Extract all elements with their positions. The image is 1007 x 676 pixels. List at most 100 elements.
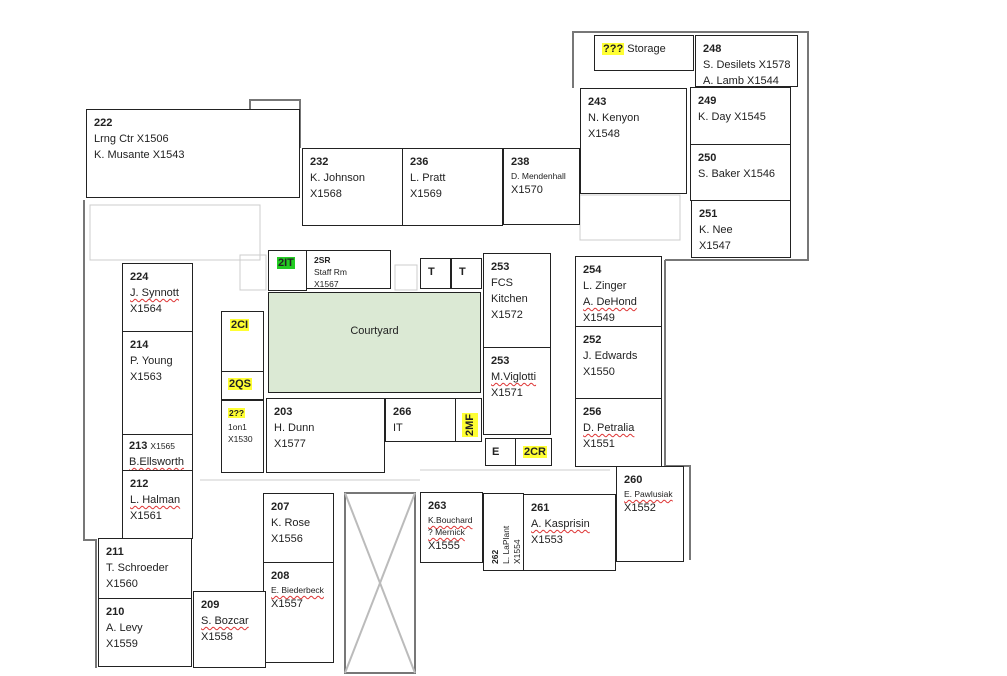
room-number: 250 [698,152,717,164]
room-extension: X1552 [624,502,656,514]
room-253-kitchen[interactable]: 253 FCS Kitchen X1572 [483,253,551,348]
room-251[interactable]: 251 K. Nee X1547 [691,200,791,258]
room-261[interactable]: 261 A. Kasprisin X1553 [523,494,616,571]
room-occupant: D. Petralia [583,422,635,434]
room-extension: X1550 [583,366,615,378]
room-number: 254 [583,264,602,276]
room-extension: X1570 [511,184,543,196]
room-occupant: K. Musante X1543 [94,149,185,161]
room-number: 213 [129,440,148,452]
room-2mf[interactable]: 2MF [455,398,482,442]
room-222[interactable]: 222 Lrng Ctr X1506 K. Musante X1543 [86,109,300,198]
room-extension: X1561 [130,510,162,522]
room-number: 260 [624,474,643,486]
room-207[interactable]: 207 K. Rose X1556 [263,493,334,563]
room-occupant: Lrng Ctr X1506 [94,133,169,145]
room-occupant: B.Ellsworth [129,456,185,468]
room-tag: 2?? [228,408,246,418]
room-number: 266 [393,406,412,418]
room-number: 236 [410,156,429,168]
room-occupant: J. Synnott [130,287,179,299]
room-occupant: S. Baker X1546 [698,168,776,180]
room-209[interactable]: 209 S. Bozcar X1558 [193,591,266,668]
room-extension: X1551 [583,438,615,450]
room-number: 212 [130,478,149,490]
room-occupant: N. Kenyon [588,112,640,124]
room-2cr[interactable]: 2CR [515,438,552,466]
room-label: Storage [627,43,666,55]
room-224[interactable]: 224 J. Synnott X1564 [122,263,193,332]
room-occupant: P. Young [130,355,173,367]
room-occupant: K.Bouchard [428,515,473,525]
room-210[interactable]: 210 A. Levy X1559 [98,598,192,667]
room-e[interactable]: E [485,438,516,466]
room-number: 249 [698,95,717,107]
room-occupant: J. Edwards [583,350,638,362]
room-occupant: L. Pratt [410,172,446,184]
room-2ci[interactable]: 2CI [221,311,264,372]
room-tag: 2CI [230,319,250,331]
room-2sr[interactable]: 2SR Staff Rm X1567 [306,250,391,289]
room-extension: X1555 [428,540,460,552]
room-extension: X1568 [310,188,342,200]
courtyard[interactable]: Courtyard [268,292,481,393]
room-2qq[interactable]: 2?? 1on1 X1530 [221,400,264,473]
room-extension: X1572 [491,309,523,321]
room-number: E [492,446,500,458]
room-number: 232 [310,156,329,168]
room-263[interactable]: 263 K.Bouchard ? Mernick X1555 [420,492,483,563]
room-number: 209 [201,599,220,611]
room-253-viglotti[interactable]: 253 M.Viglotti X1571 [483,347,551,435]
room-tag: 2IT [277,257,295,269]
room-tag: 2MF [462,413,478,437]
room-tag: 2QS [228,378,253,390]
room-extension: X1567 [314,279,339,289]
room-262[interactable]: 262 L. LaPlant X1554 [483,493,524,571]
room-number: 263 [428,500,447,512]
room-252[interactable]: 252 J. Edwards X1550 [575,326,662,399]
room-toilet[interactable]: T [451,258,482,289]
room-249[interactable]: 249 K. Day X1545 [690,87,791,145]
room-211[interactable]: 211 T. Schroeder X1560 [98,538,192,599]
room-number: 256 [583,406,602,418]
room-number: 203 [274,406,293,418]
room-number: 210 [106,606,125,618]
room-250[interactable]: 250 S. Baker X1546 [690,144,791,201]
room-storage[interactable]: ??? Storage [594,35,694,71]
room-toilet[interactable]: T [420,258,451,289]
room-number: 261 [531,502,550,514]
room-2qs[interactable]: 2QS [221,371,264,400]
room-extension: X1553 [531,534,563,546]
room-260[interactable]: 260 E. Pawlusiak X1552 [616,466,684,562]
room-occupant: S. Desilets X1578 [703,59,791,71]
room-occupant: L. Halman [130,494,181,506]
room-occupant: K. Rose [271,517,311,529]
room-256[interactable]: 256 D. Petralia X1551 [575,398,662,467]
room-236[interactable]: 236 L. Pratt X1569 [402,148,503,226]
room-occupant: E. Pawlusiak [624,489,673,499]
room-number: 243 [588,96,607,108]
room-occupant: L. Zinger [583,280,627,292]
room-number: 251 [699,208,718,220]
room-203[interactable]: 203 H. Dunn X1577 [266,398,385,473]
room-occupant: ? Mernick [428,527,465,537]
room-248[interactable]: 248 S. Desilets X1578 A. Lamb X1544 [695,35,798,87]
room-label: FCS [491,277,513,289]
room-232[interactable]: 232 K. Johnson X1568 [302,148,403,226]
room-number: 224 [130,271,149,283]
room-238[interactable]: 238 D. Mendenhall X1570 [503,148,580,225]
room-extension: X1530 [228,434,253,444]
room-extension: X1556 [271,533,303,545]
room-occupant: K. Day X1545 [698,111,766,123]
room-254[interactable]: 254 L. Zinger A. DeHond X1549 [575,256,662,327]
room-occupant: E. Biederbeck [271,585,324,595]
room-212[interactable]: 212 L. Halman X1561 [122,470,193,539]
room-213[interactable]: 213 X1565 B.Ellsworth [122,434,193,471]
room-label: 1on1 [228,422,247,432]
room-208[interactable]: 208 E. Biederbeck X1557 [263,562,334,663]
room-2it[interactable]: 2IT [268,250,307,291]
room-number: 252 [583,334,602,346]
room-243[interactable]: 243 N. Kenyon X1548 [580,88,687,194]
room-266[interactable]: 266 IT [385,398,456,442]
room-214[interactable]: 214 P. Young X1563 [122,331,193,435]
